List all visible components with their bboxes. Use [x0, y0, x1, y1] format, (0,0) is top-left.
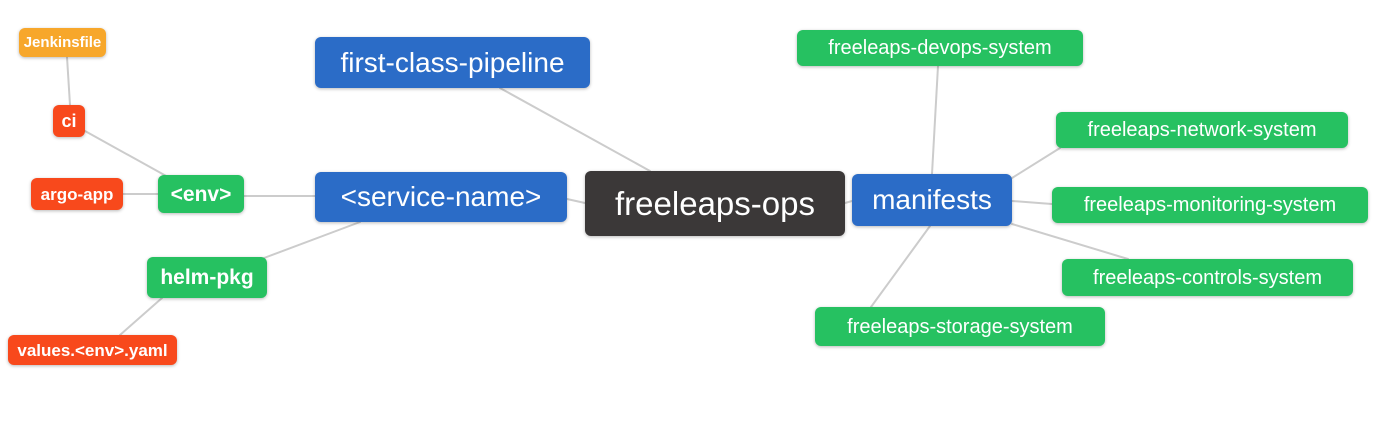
edge-manifests-storage [870, 225, 931, 308]
node-values-env-yaml[interactable]: values.<env>.yaml [8, 335, 177, 365]
edge-ci-env [84, 130, 169, 178]
edge-manifests-network [1011, 147, 1061, 179]
node-first-class-pipeline[interactable]: first-class-pipeline [315, 37, 590, 88]
edge-manifests-controls [1011, 223, 1129, 260]
edge-service-name-root [566, 198, 586, 204]
node-argo-app[interactable]: argo-app [31, 178, 123, 210]
node-service-name[interactable]: <service-name> [315, 172, 567, 222]
node-freeleaps-monitoring-system[interactable]: freeleaps-monitoring-system [1052, 187, 1368, 223]
node-root-freeleaps-ops[interactable]: freeleaps-ops [585, 171, 845, 236]
node-freeleaps-devops-system[interactable]: freeleaps-devops-system [797, 30, 1083, 66]
node-env[interactable]: <env> [158, 175, 244, 213]
node-ci[interactable]: ci [53, 105, 85, 137]
node-freeleaps-storage-system[interactable]: freeleaps-storage-system [815, 307, 1105, 346]
node-freeleaps-network-system[interactable]: freeleaps-network-system [1056, 112, 1348, 148]
edge-root-manifests [844, 200, 853, 204]
node-manifests[interactable]: manifests [852, 174, 1012, 226]
node-freeleaps-controls-system[interactable]: freeleaps-controls-system [1062, 259, 1353, 296]
edge-helm-pkg-values [119, 297, 163, 336]
edge-manifests-monitoring [1011, 200, 1053, 205]
edge-service-name-helm-pkg [263, 221, 361, 259]
edge-pipeline-root [499, 87, 651, 172]
node-helm-pkg[interactable]: helm-pkg [147, 257, 267, 298]
edge-manifests-devops [931, 65, 939, 175]
node-jenkinsfile[interactable]: Jenkinsfile [19, 28, 106, 57]
edge-jenkinsfile-ci [66, 56, 71, 106]
